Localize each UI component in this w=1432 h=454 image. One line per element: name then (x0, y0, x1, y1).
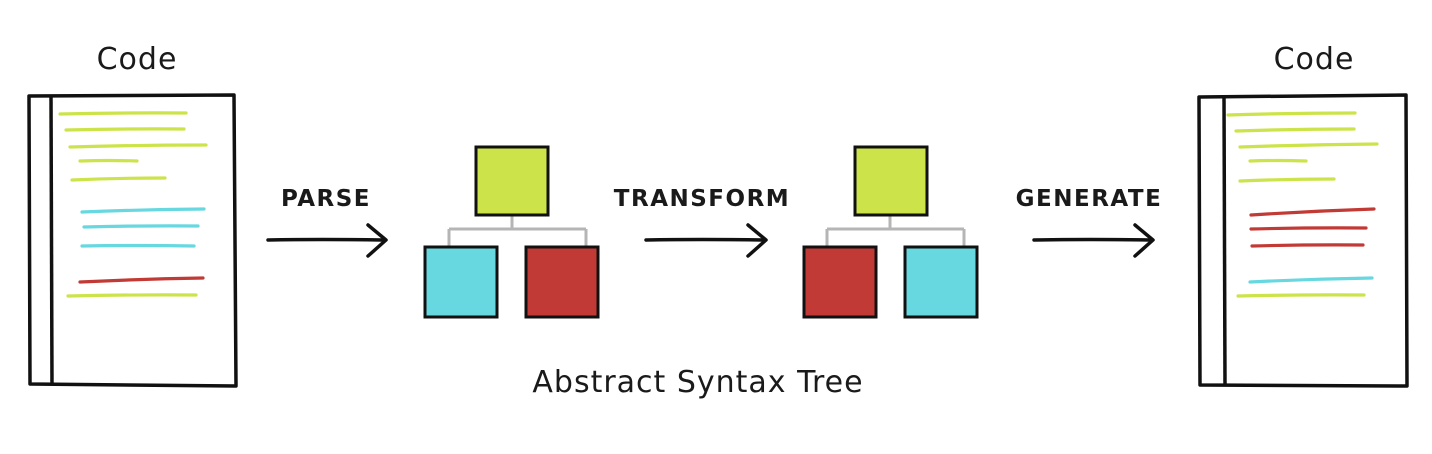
right-code-title: Code (1274, 42, 1355, 77)
ast-child-node-left (802, 245, 878, 319)
code-line (68, 143, 208, 149)
code-line (70, 176, 167, 182)
transform-label: TRANSFORM (614, 186, 790, 212)
code-line (1226, 111, 1357, 117)
arrow-head-icon (366, 223, 388, 258)
ast-tree-after (802, 145, 979, 319)
code-line (1249, 207, 1376, 217)
code-line (1236, 293, 1366, 298)
left-code-title: Code (97, 42, 178, 77)
code-line (66, 293, 198, 298)
right-code-document: Code (1197, 42, 1409, 388)
parse-step: PARSE (266, 186, 388, 258)
ast-child-node-left (423, 245, 499, 319)
code-line (1234, 127, 1356, 133)
ast-child-node-right (524, 245, 600, 319)
arrow-head-icon (746, 223, 768, 258)
code-line (58, 111, 188, 116)
code-line (1248, 276, 1374, 284)
code-line (80, 207, 206, 214)
code-line (1238, 142, 1379, 149)
code-line (64, 127, 186, 132)
generate-step: GENERATE (1016, 186, 1163, 258)
ast-child-node-right (903, 245, 979, 319)
code-line (1238, 177, 1336, 183)
code-line (80, 243, 196, 248)
transform-step: TRANSFORM (614, 186, 790, 258)
code-line (78, 276, 205, 284)
right-code-lines (1226, 111, 1379, 298)
generate-label: GENERATE (1016, 186, 1163, 212)
code-line (1250, 243, 1365, 248)
code-line (1249, 226, 1368, 231)
ast-tree-before (423, 145, 600, 319)
left-code-document: Code (27, 42, 238, 388)
ast-caption: Abstract Syntax Tree (532, 365, 863, 400)
code-line (78, 158, 139, 163)
left-code-lines (58, 111, 208, 298)
code-line (82, 224, 200, 229)
code-line (1248, 158, 1308, 163)
ast-root-node (474, 145, 550, 217)
arrow-head-icon (1133, 223, 1155, 258)
ast-root-node (853, 145, 929, 217)
parse-label: PARSE (281, 186, 371, 212)
